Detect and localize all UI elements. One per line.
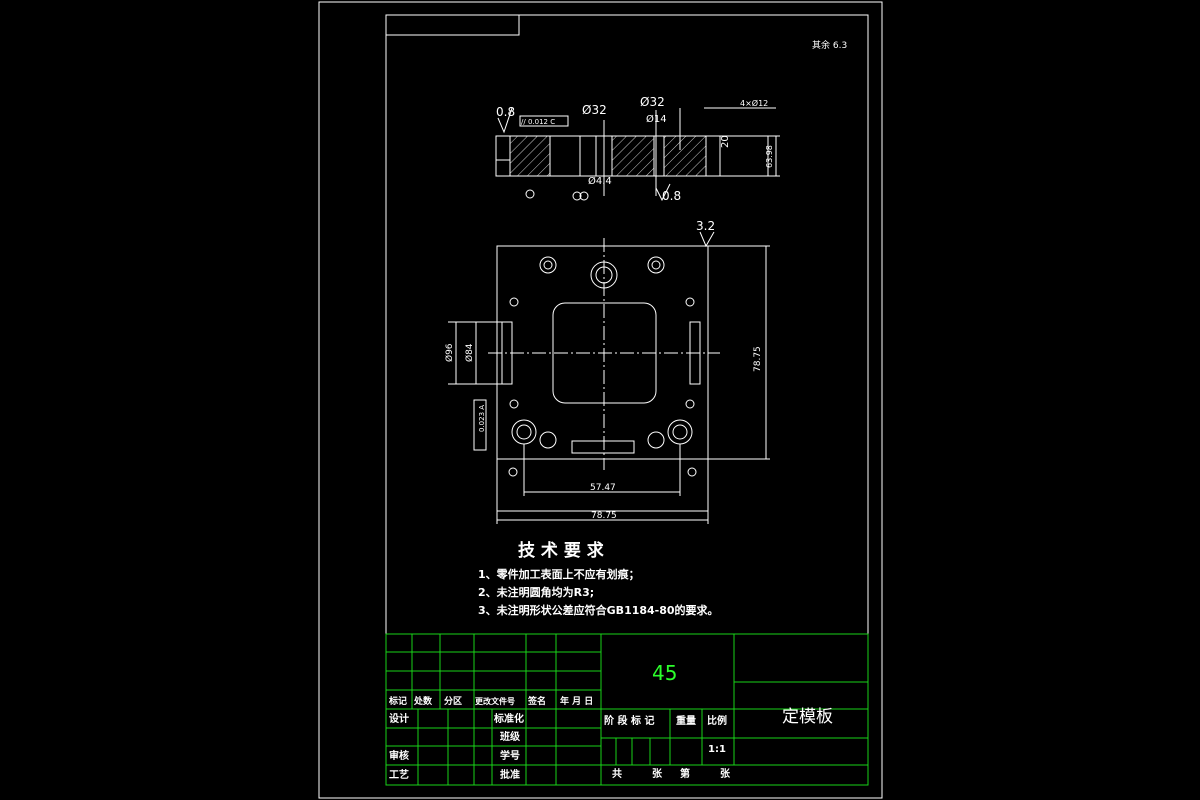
- roughness-bottom: 0.8: [662, 189, 681, 203]
- lbl-review: 审核: [389, 749, 409, 762]
- material: 45: [652, 661, 677, 685]
- roughness-left: 0.8: [496, 105, 515, 119]
- dim-dia84: Ø84: [464, 343, 475, 362]
- lbl-student-no: 学号: [500, 749, 520, 762]
- hdr-sign: 签名: [527, 695, 546, 707]
- corner-code-box: [385, 14, 520, 36]
- section-view: 0.8 // 0.012 C Ø32 Ø32 Ø14 4×Ø12 20 63.9…: [495, 95, 780, 203]
- dim-dia96: Ø96: [444, 343, 455, 362]
- lbl-stage-mark: 阶 段 标 记: [604, 714, 654, 727]
- lbl-sheet-unit: 张: [652, 767, 663, 780]
- lbl-class: 班级: [500, 730, 521, 743]
- tech-title: 技 术 要 求: [518, 540, 604, 561]
- hdr-change-doc: 更改文件号: [475, 696, 515, 706]
- dim-dia4-4: Ø4.4: [588, 175, 612, 187]
- title-block: 45 定模板 标记 处数 分区 更改文件号 签名 年 月 日 设计 标准化 班级…: [385, 633, 869, 786]
- dim-height: 63.98: [765, 145, 774, 168]
- dim-bottom: 78.75: [591, 511, 617, 521]
- dim-dia32-b: Ø32: [640, 95, 665, 109]
- hdr-zone: 分区: [444, 695, 462, 707]
- dim-dia14: Ø14: [646, 113, 667, 125]
- lbl-approve: 批准: [500, 768, 520, 781]
- tech-requirements: 技 术 要 求 1、零件加工表面上不应有划痕； 2、未注明圆角均为R3; 3、未…: [478, 540, 719, 617]
- lbl-sheet-total: 共: [612, 767, 622, 780]
- lbl-weight: 重量: [676, 714, 696, 727]
- tolerance-text-top: // 0.012 C: [521, 118, 555, 126]
- tolerance-frame-top: [519, 115, 569, 127]
- roughness-plan: 3.2: [696, 219, 715, 233]
- dim-right: 78.75: [753, 346, 763, 372]
- part-name: 定模板: [782, 707, 833, 727]
- dim-inner: 57.47: [590, 483, 616, 493]
- lbl-standardize: 标准化: [493, 712, 524, 725]
- lbl-process: 工艺: [389, 768, 409, 781]
- hatch-left: [509, 135, 551, 177]
- lbl-design: 设计: [389, 712, 409, 725]
- lbl-sheet-no: 第: [680, 767, 690, 780]
- inner-frame: [385, 14, 869, 786]
- dim-holes: 4×Ø12: [740, 98, 768, 108]
- hdr-count: 处数: [413, 695, 433, 707]
- tech-item-2: 2、未注明圆角均为R3;: [478, 585, 594, 599]
- hdr-mark: 标记: [388, 695, 407, 707]
- hatch-right: [663, 135, 707, 177]
- hatch-middle: [611, 135, 655, 177]
- lbl-scale: 比例: [707, 714, 727, 727]
- tech-item-1: 1、零件加工表面上不应有划痕；: [478, 567, 640, 581]
- hdr-date: 年 月 日: [560, 695, 593, 707]
- plan-view: Ø96 Ø84 0.023 A 78.75 3.2 57.47 78.75: [444, 219, 770, 524]
- corner-roughness-mark: 其余 6.3: [812, 39, 847, 51]
- tech-item-3: 3、未注明形状公差应符合GB1184-80的要求。: [478, 603, 719, 617]
- lbl-sheet-unit2: 张: [720, 767, 731, 780]
- tolerance-frame-side: [473, 399, 487, 451]
- tolerance-text-side: 0.023 A: [478, 405, 486, 432]
- outer-border: [318, 1, 883, 799]
- dim-20: 20: [720, 135, 731, 148]
- dim-dia32-a: Ø32: [582, 103, 607, 117]
- plate-lower-edge: [496, 458, 709, 512]
- scale-value: 1:1: [708, 744, 726, 755]
